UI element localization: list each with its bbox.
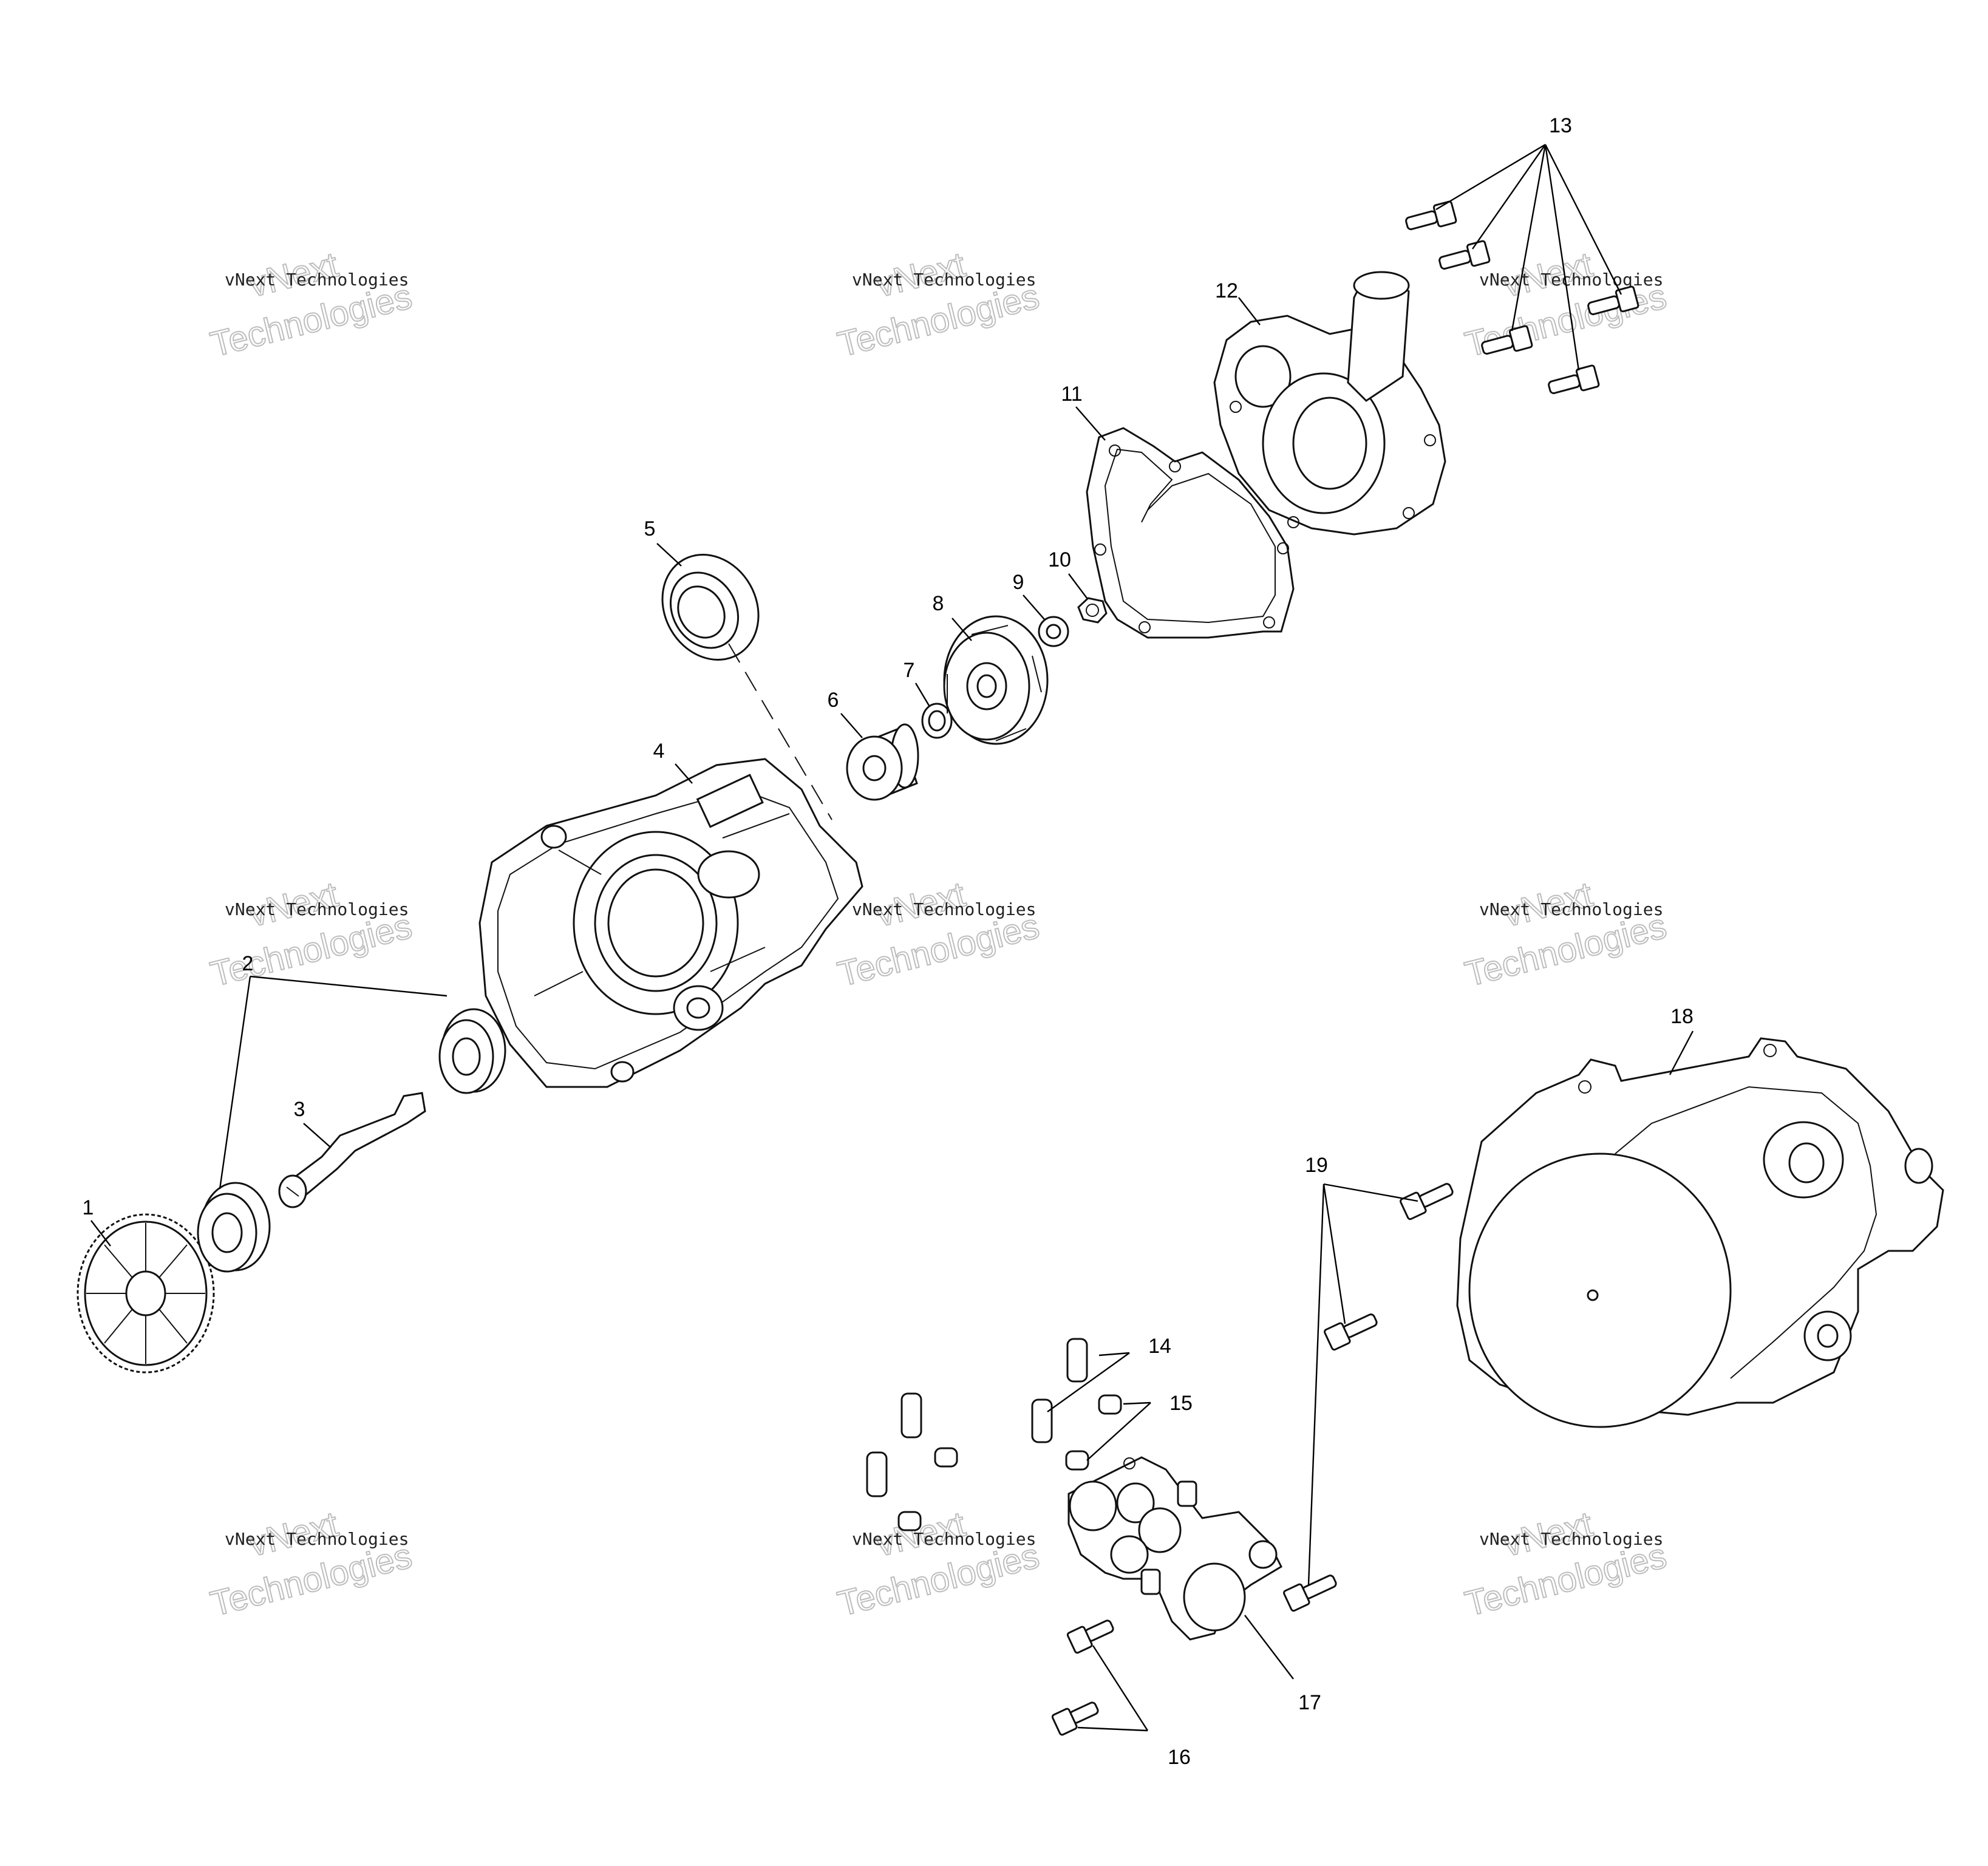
callout-12: 12 [1215, 279, 1238, 302]
part-18-cover [1456, 1037, 1944, 1428]
callout-labels: 1 2 3 4 5 6 7 8 9 10 11 12 13 14 15 16 1… [83, 114, 1694, 1769]
part-19-bolts [1283, 1183, 1454, 1612]
part-6-bushing [846, 723, 919, 801]
callout-17: 17 [1298, 1691, 1321, 1714]
part-2-bearing-lower [197, 1182, 271, 1273]
part-3-shaft [278, 1092, 426, 1208]
callout-14: 14 [1148, 1335, 1171, 1358]
watermark: Technologies vNext vNext Technologies [833, 1503, 1043, 1624]
watermark-text: vNext Technologies [1479, 899, 1663, 919]
callout-15: 15 [1169, 1392, 1193, 1415]
watermark: Technologies vNext vNext Technologies [1460, 1503, 1670, 1624]
part-17-oil-pump [1067, 1456, 1282, 1641]
callout-13: 13 [1549, 114, 1572, 137]
watermark-text: vNext Technologies [225, 270, 409, 290]
callout-4: 4 [653, 740, 665, 763]
watermark-text: vNext Technologies [1479, 1529, 1663, 1549]
callout-9: 9 [1013, 571, 1024, 594]
part-8-impeller [943, 615, 1049, 745]
watermark-text: vNext Technologies [852, 270, 1036, 290]
part-1-gear [77, 1213, 215, 1374]
dashed-alignment-line [728, 643, 832, 820]
watermark: Technologies vNext vNext Technologies [833, 874, 1043, 995]
part-4-housing [478, 758, 863, 1088]
callout-16: 16 [1168, 1746, 1191, 1769]
part-15-bushings [897, 1394, 1122, 1531]
callout-1: 1 [83, 1196, 94, 1219]
part-9-washer [1038, 616, 1069, 647]
callout-18: 18 [1670, 1005, 1694, 1028]
watermark-text: vNext Technologies [852, 899, 1036, 919]
leader-lines [90, 143, 1694, 1732]
part-16-bolts [1051, 1619, 1114, 1736]
watermark: Technologies vNext vNext Technologies [206, 1503, 416, 1624]
callout-8: 8 [933, 592, 944, 615]
callout-5: 5 [644, 517, 656, 540]
callout-6: 6 [828, 689, 839, 712]
watermark: Technologies vNext vNext Technologies [206, 874, 416, 995]
callout-3: 3 [294, 1098, 305, 1121]
part-2-bearing-upper [438, 1008, 506, 1094]
part-10-nut [1077, 597, 1108, 624]
watermark-text: vNext Technologies [852, 1529, 1036, 1549]
part-14-dowels [866, 1338, 1088, 1497]
callout-11: 11 [1061, 383, 1082, 406]
watermark: Technologies vNext vNext Technologies [833, 244, 1043, 365]
watermark-text: vNext Technologies [225, 1529, 409, 1549]
callout-10: 10 [1048, 548, 1071, 571]
callout-19: 19 [1305, 1154, 1328, 1177]
callout-2: 2 [242, 952, 254, 975]
watermark-text: vNext Technologies [1479, 270, 1663, 290]
watermark: Technologies vNext vNext Technologies [1460, 874, 1670, 995]
part-7-washer [921, 703, 953, 739]
part-5-seal [661, 554, 760, 661]
callout-7: 7 [904, 659, 915, 682]
part-12-pump-cover [1213, 271, 1446, 536]
part-11-gasket [1086, 427, 1295, 639]
watermark: Technologies vNext vNext Technologies [206, 244, 416, 365]
watermark-text: vNext Technologies [225, 899, 409, 919]
